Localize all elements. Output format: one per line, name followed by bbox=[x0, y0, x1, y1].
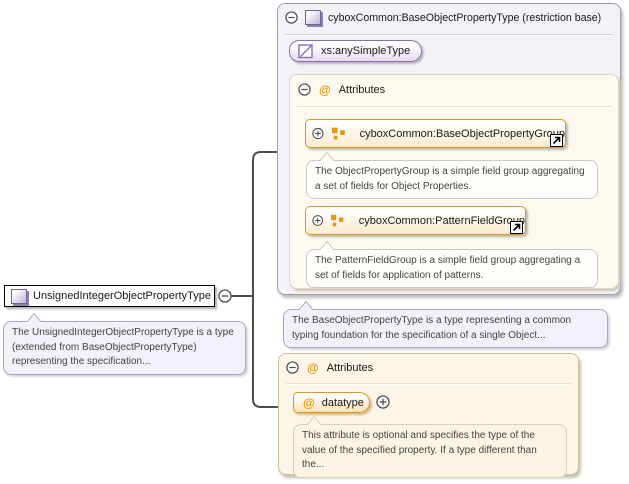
go-to-definition-icon[interactable] bbox=[550, 134, 563, 147]
root-node-tooltip-text: The UnsignedIntegerObjectPropertyType is… bbox=[12, 327, 234, 367]
simple-type-icon bbox=[298, 43, 313, 58]
base-type-title: cyboxCommon:BaseObjectPropertyType (rest… bbox=[328, 11, 602, 24]
tooltip-pointer bbox=[319, 152, 335, 162]
collapse-icon[interactable] bbox=[286, 361, 299, 374]
root-node-tooltip: The UnsignedIntegerObjectPropertyType is… bbox=[3, 313, 246, 375]
any-simple-type-label: xs:anySimpleType bbox=[321, 45, 411, 57]
group-description: The PatternFieldGroup is a simple field … bbox=[306, 241, 598, 288]
attributes-label: Attributes bbox=[338, 83, 386, 96]
collapse-icon[interactable] bbox=[218, 289, 232, 303]
base-type-panel-header: cyboxCommon:BaseObjectPropertyType (rest… bbox=[278, 4, 620, 25]
root-type-node[interactable]: UnsignedIntegerObjectPropertyType bbox=[4, 285, 215, 307]
attribute-at-icon: @ bbox=[307, 360, 319, 375]
any-simple-type-node[interactable]: xs:anySimpleType bbox=[289, 40, 422, 62]
header-separator bbox=[286, 383, 571, 385]
attribute-description: This attribute is optional and specifies… bbox=[293, 416, 567, 478]
tooltip-pointer bbox=[26, 313, 42, 323]
base-type-tooltip-text: The BaseObjectPropertyType is a type rep… bbox=[292, 315, 572, 341]
attributes-section: @ Attributes cyboxCommon:BaseObjectPrope… bbox=[289, 74, 619, 289]
base-type-panel: cyboxCommon:BaseObjectPropertyType (rest… bbox=[277, 3, 621, 295]
attribute-group-label: cyboxCommon:PatternFieldGroup bbox=[358, 214, 525, 227]
group-description-text: The PatternFieldGroup is a simple field … bbox=[315, 255, 581, 281]
collapse-icon[interactable] bbox=[285, 11, 298, 24]
complex-type-icon bbox=[305, 10, 321, 25]
attributes-header: @ Attributes bbox=[279, 354, 578, 374]
attributes-label: Attributes bbox=[326, 361, 374, 374]
attribute-group-icon bbox=[331, 127, 345, 139]
attribute-at-icon: @ bbox=[319, 82, 331, 97]
go-to-definition-icon[interactable] bbox=[510, 221, 523, 234]
attribute-group-pattern-field[interactable]: cyboxCommon:PatternFieldGroup bbox=[305, 206, 526, 235]
own-attributes-panel: @ Attributes @ datatype This attribute i… bbox=[278, 353, 579, 478]
attribute-datatype-node[interactable]: @ datatype bbox=[293, 392, 370, 413]
attribute-group-icon bbox=[331, 214, 344, 226]
attribute-at-icon: @ bbox=[303, 395, 315, 410]
attribute-group-label: cyboxCommon:BaseObjectPropertyGroup bbox=[359, 127, 565, 140]
attribute-description-text: This attribute is optional and specifies… bbox=[302, 430, 537, 470]
tooltip-pointer bbox=[319, 241, 335, 251]
attributes-header: @ Attributes bbox=[290, 75, 618, 96]
expand-icon[interactable] bbox=[312, 214, 324, 227]
root-type-label: UnsignedIntegerObjectPropertyType bbox=[33, 290, 211, 302]
header-separator bbox=[297, 106, 611, 108]
collapse-icon[interactable] bbox=[298, 83, 311, 96]
base-type-tooltip: The BaseObjectPropertyType is a type rep… bbox=[283, 301, 608, 348]
tooltip-pointer bbox=[306, 416, 322, 426]
group-description: The ObjectPropertyGroup is a simple fiel… bbox=[306, 152, 598, 199]
attribute-group-base-object-property[interactable]: cyboxCommon:BaseObjectPropertyGroup bbox=[305, 119, 566, 148]
complex-type-icon bbox=[11, 288, 27, 304]
expand-icon[interactable] bbox=[312, 127, 324, 140]
attribute-name: datatype bbox=[321, 396, 364, 409]
group-description-text: The ObjectPropertyGroup is a simple fiel… bbox=[315, 166, 585, 192]
expand-icon[interactable] bbox=[376, 395, 390, 409]
tooltip-pointer bbox=[298, 301, 314, 311]
header-separator bbox=[284, 34, 614, 36]
